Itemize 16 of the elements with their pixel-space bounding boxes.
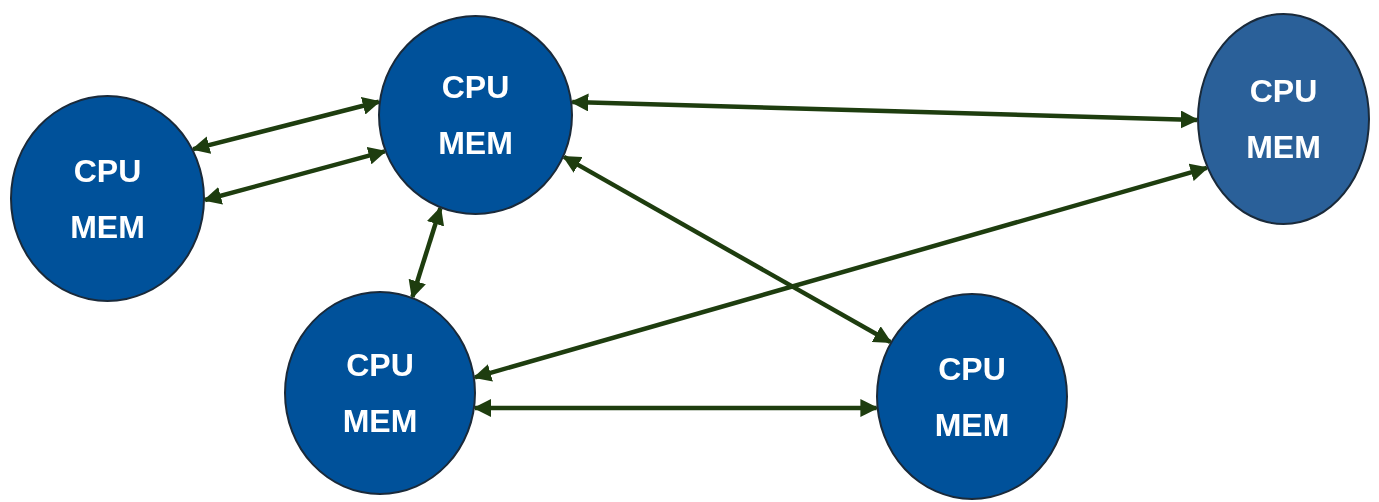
node-label: MEM <box>934 408 1010 441</box>
double-arrow <box>408 206 445 299</box>
node-label: MEM <box>70 210 145 243</box>
node-label: CPU <box>346 349 414 381</box>
node-label: CPU <box>1249 75 1318 107</box>
node-label: CPU <box>938 352 1006 385</box>
node-label: MEM <box>342 405 418 437</box>
double-arrow <box>473 163 1209 382</box>
double-arrow <box>203 146 387 205</box>
node-label: MEM <box>1246 131 1321 163</box>
node-label: MEM <box>438 127 513 159</box>
node-label: CPU <box>441 71 510 103</box>
node-label: CPU <box>73 154 142 187</box>
double-arrow <box>562 154 892 344</box>
double-arrow <box>191 97 381 154</box>
double-arrow <box>570 93 1199 129</box>
